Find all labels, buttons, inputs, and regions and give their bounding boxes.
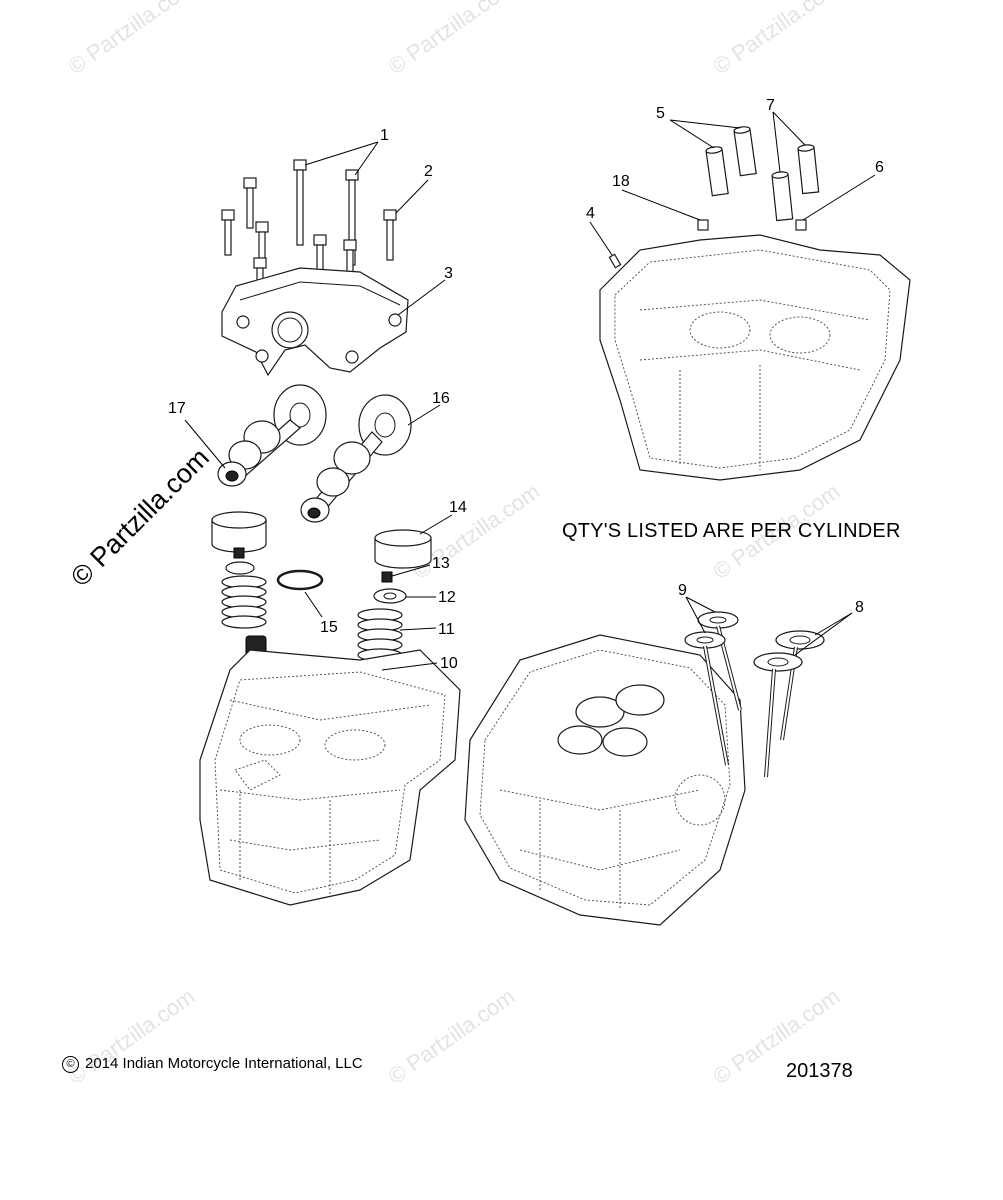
valve-bucket	[211, 511, 432, 569]
copyright-mark: ©	[62, 1056, 79, 1073]
leader-lines	[184, 111, 876, 671]
watermarks: © Partzilla.com © Partzilla.com © Partzi…	[64, 0, 845, 1089]
callout-5: 5	[656, 105, 665, 122]
callout-15: 15	[320, 619, 338, 636]
watermark: © Partzilla.com	[64, 984, 200, 1090]
callout-4: 4	[586, 205, 595, 222]
quantity-note: QTY'S LISTED ARE PER CYLINDER	[562, 520, 901, 542]
watermark: © Partzilla.com	[409, 479, 545, 585]
camshaft-16	[300, 394, 412, 523]
document-number: 201378	[786, 1060, 853, 1082]
callout-14: 14	[449, 499, 467, 516]
callout-9: 9	[678, 582, 687, 599]
bolts	[221, 159, 397, 289]
watermark: © Partzilla.com	[384, 984, 520, 1090]
callout-1: 1	[380, 127, 389, 144]
callout-6: 6	[875, 159, 884, 176]
callout-18: 18	[612, 173, 630, 190]
watermark: © Partzilla.com	[384, 0, 520, 79]
callout-13: 13	[432, 555, 450, 572]
callout-16: 16	[432, 390, 450, 407]
callout-11: 11	[438, 621, 455, 638]
camshaft-17	[217, 384, 327, 487]
valve-retainers	[225, 547, 407, 604]
callout-2: 2	[424, 163, 433, 180]
cylinder-head-right	[464, 634, 746, 926]
callout-12: 12	[438, 589, 456, 606]
watermark: © Partzilla.com	[709, 0, 845, 79]
watermark-main: © Partzilla.com	[65, 442, 215, 592]
cam-carrier	[221, 267, 409, 377]
cylinder-head-top-right	[599, 234, 911, 481]
callout-10: 10	[440, 655, 458, 672]
seal-ring	[276, 569, 324, 591]
cylinder-head-left	[199, 649, 461, 906]
watermark: © Partzilla.com	[64, 0, 200, 79]
callouts: 1 2 3 4 5 6 7 8 9 10 11 12 13 14 15 16 1…	[168, 97, 884, 672]
callout-7: 7	[766, 97, 775, 114]
callout-3: 3	[444, 265, 453, 282]
dowels	[608, 126, 820, 269]
copyright-text: 2014 Indian Motorcycle International, LL…	[85, 1055, 363, 1072]
callout-17: 17	[168, 400, 186, 417]
callout-8: 8	[855, 599, 864, 616]
copyright-line: © 2014 Indian Motorcycle International, L…	[62, 1055, 363, 1073]
